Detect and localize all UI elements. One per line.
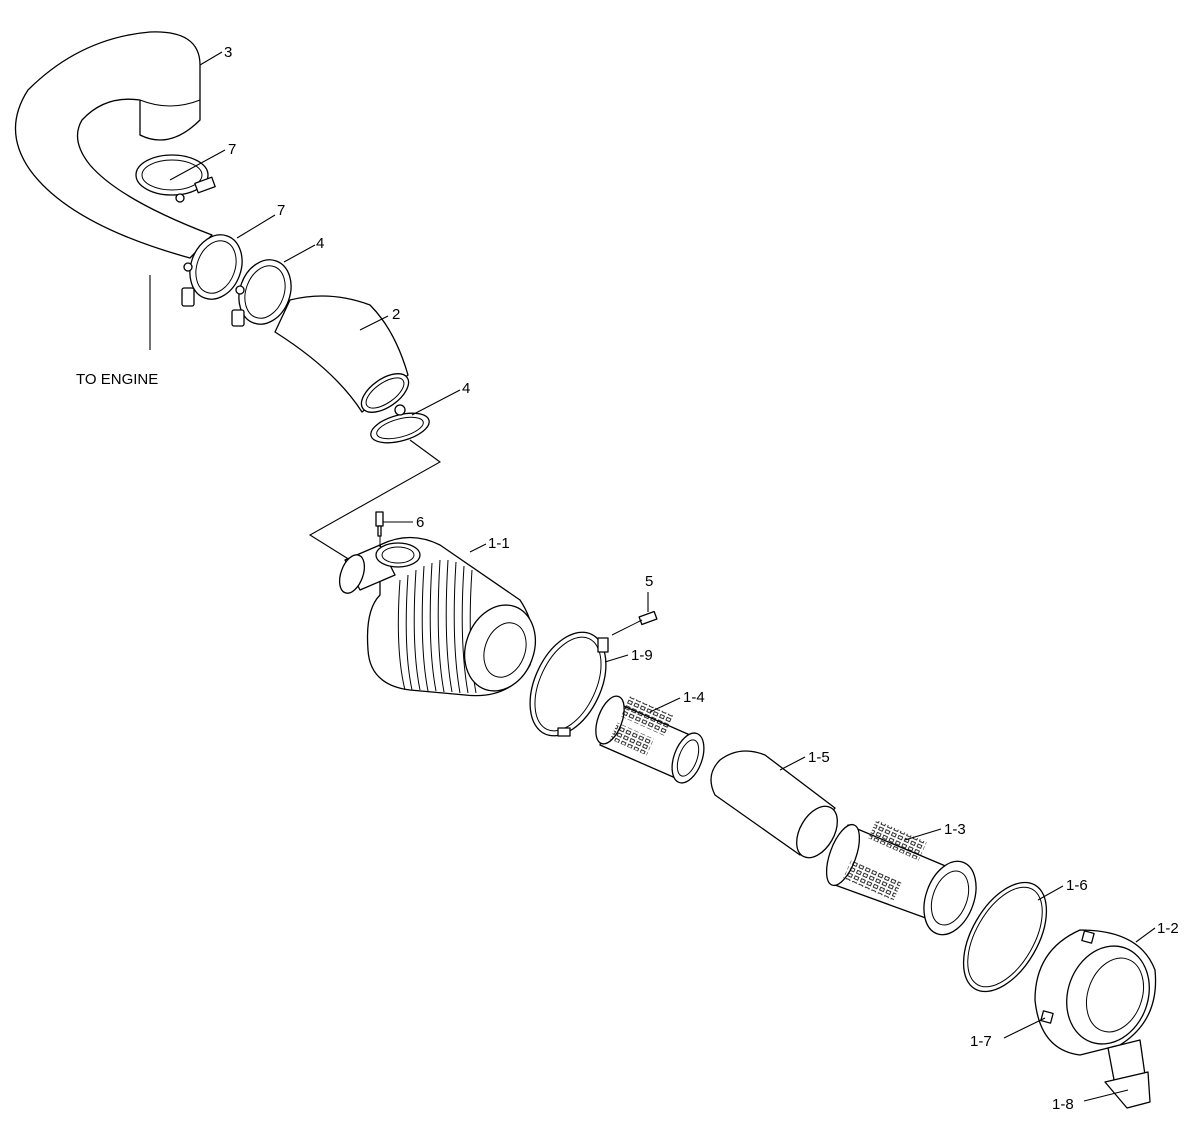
label-part-1-3: 1-3: [944, 821, 966, 838]
band-clamp: [529, 631, 609, 737]
restriction-indicator: [375, 511, 384, 547]
label-part-4-lower: 4: [462, 380, 470, 397]
label-part-6: 6: [416, 514, 424, 531]
label-part-1-7: 1-7: [970, 1033, 992, 1050]
label-part-1-5: 1-5: [808, 749, 830, 766]
label-part-4-upper: 4: [316, 235, 324, 252]
primary-filter-element: [825, 819, 977, 936]
pre-cleaner-sleeve: [710, 750, 838, 859]
hose-clamp-upper: [135, 154, 216, 203]
label-part-7-upper: 7: [228, 141, 236, 158]
label-part-1-6: 1-6: [1066, 877, 1088, 894]
leader-lines: [149, 51, 1156, 1102]
label-part-3: 3: [224, 44, 232, 61]
label-part-2: 2: [392, 306, 400, 323]
connection-line: [308, 439, 442, 561]
seal-ring: [962, 881, 1048, 993]
label-part-1-2: 1-2: [1157, 920, 1179, 937]
label-part-1-9: 1-9: [631, 647, 653, 664]
intake-hose: [274, 295, 410, 413]
label-part-1-1: 1-1: [488, 535, 510, 552]
clamp-4-upper: [231, 259, 292, 327]
hose-clamp-lower: [181, 234, 243, 307]
label-part-1-8: 1-8: [1052, 1096, 1074, 1113]
label-part-1-4: 1-4: [683, 689, 705, 706]
label-part-7-lower: 7: [277, 202, 285, 219]
air-cleaner-housing: [338, 536, 536, 697]
label-to-engine: TO ENGINE: [76, 371, 158, 388]
intake-elbow-pipe: [14, 31, 213, 259]
clamp-4-lower: [370, 404, 430, 444]
end-cover: [1034, 929, 1157, 1056]
label-part-5: 5: [645, 573, 653, 590]
vacuator-valve: [1104, 1039, 1151, 1109]
safety-filter-element: [595, 695, 705, 784]
bolt: [611, 610, 658, 636]
